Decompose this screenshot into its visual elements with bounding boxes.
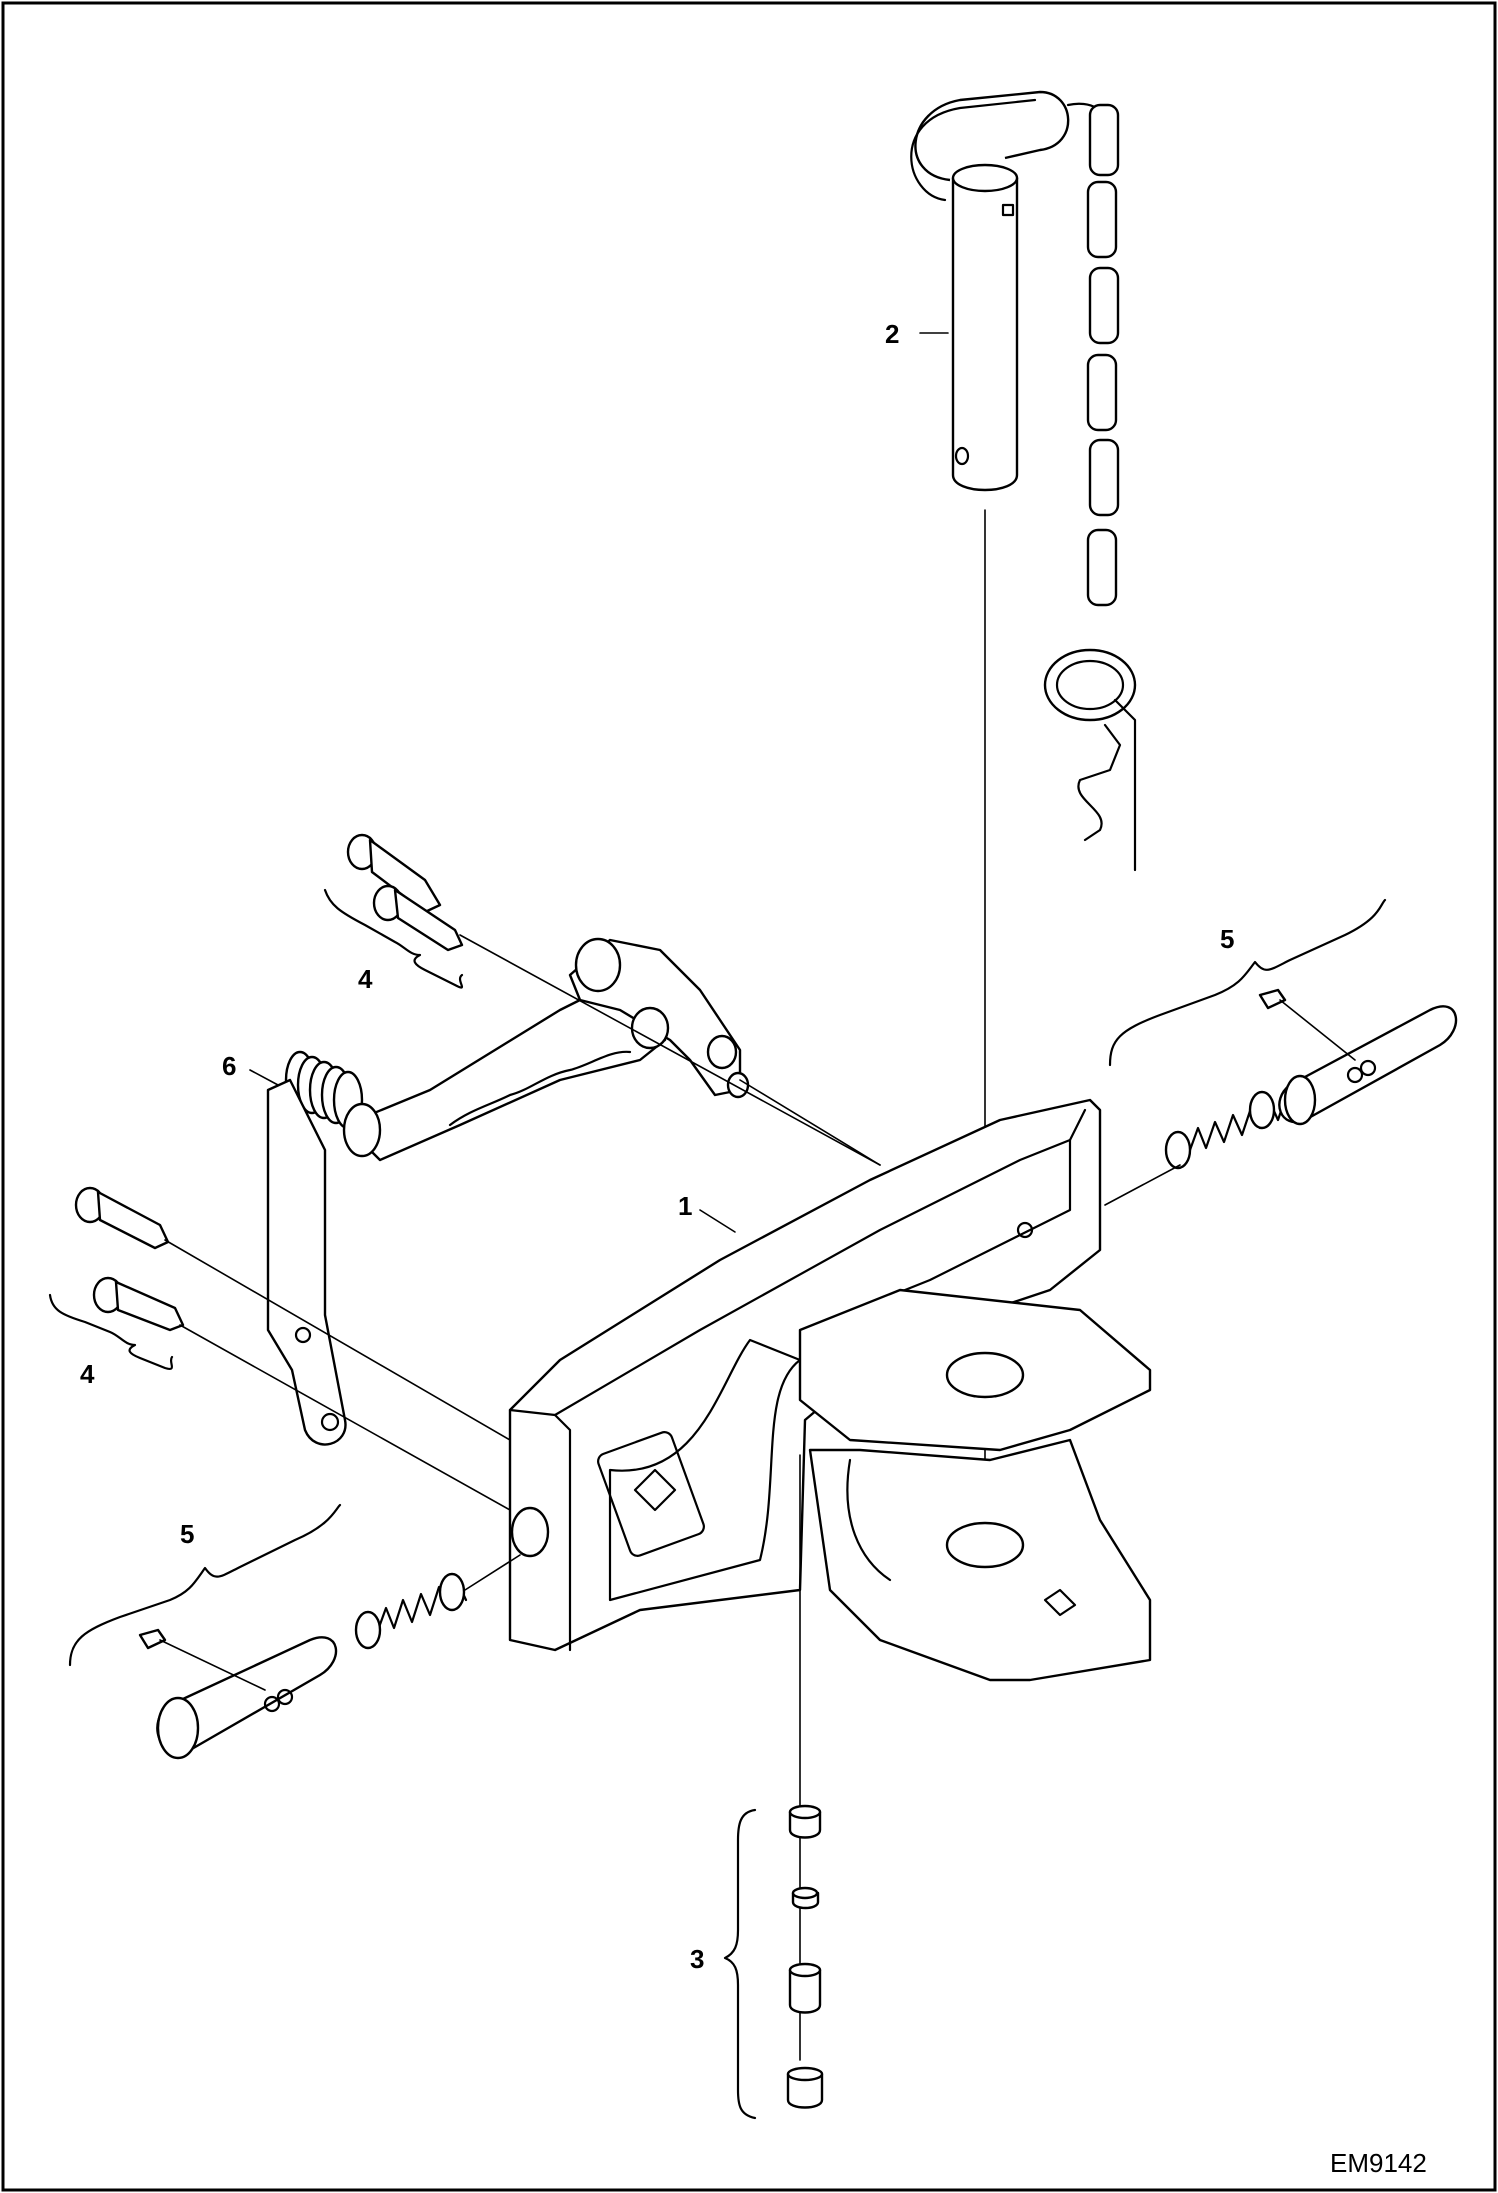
callout-label: 5 bbox=[1220, 924, 1234, 954]
leader-6 bbox=[249, 1069, 279, 1086]
upper-pins bbox=[346, 833, 881, 1166]
callout-label: 4 bbox=[80, 1359, 95, 1389]
bracket-3 bbox=[723, 1808, 757, 2120]
leader-1 bbox=[699, 1209, 736, 1233]
right-spring bbox=[1164, 1090, 1298, 1170]
bushing-1 bbox=[788, 1804, 822, 1839]
hitch-body bbox=[508, 1098, 1152, 1682]
manufacturer-logo bbox=[597, 1431, 705, 1557]
callout-label: 6 bbox=[222, 1051, 236, 1081]
bracket-right-5 bbox=[1108, 898, 1387, 1067]
bracket-lower-4 bbox=[48, 1293, 174, 1370]
left-spring bbox=[354, 1572, 468, 1650]
lower-pins bbox=[74, 1186, 511, 1511]
bushing-4 bbox=[786, 2066, 824, 2109]
callout-label: 5 bbox=[180, 1519, 194, 1549]
bushing-stack bbox=[786, 1454, 824, 2109]
left-spring-pin bbox=[138, 1554, 521, 1760]
bushing-3 bbox=[788, 1962, 822, 2014]
hitch-pin-with-chain bbox=[910, 90, 1137, 1561]
drawing-code: EM9142 bbox=[1330, 2148, 1427, 2178]
lever-spring bbox=[284, 1050, 382, 1158]
bracket-upper-4 bbox=[323, 888, 464, 989]
callout-label: 1 bbox=[678, 1191, 692, 1221]
callout-label: 3 bbox=[690, 1944, 704, 1974]
callout-label: 2 bbox=[885, 319, 899, 349]
right-spring-pin bbox=[1104, 988, 1458, 1206]
bushing-2 bbox=[791, 1886, 820, 1910]
release-lever bbox=[266, 937, 750, 1446]
bracket-left-5 bbox=[68, 1503, 342, 1667]
callout-label: 4 bbox=[358, 964, 373, 994]
